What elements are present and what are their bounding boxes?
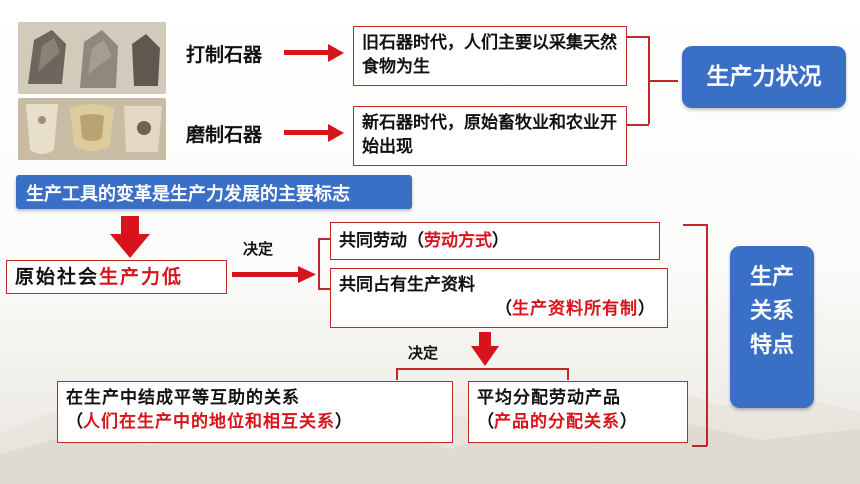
common-ownership-text: 共同占有生产资料 bbox=[339, 275, 475, 295]
polished-stone-tools-label: 磨制石器 bbox=[186, 124, 263, 146]
relations-features-pill: 生产关系特点 bbox=[730, 246, 814, 408]
labor-bracket-vertical bbox=[318, 238, 320, 288]
distribution-close-paren: ） bbox=[620, 412, 637, 432]
distribution-open-paren: （ bbox=[477, 412, 494, 432]
decide-label-2: 决定 bbox=[408, 344, 439, 362]
neolithic-era-text: 新石器时代，原始畜牧业和农业开始出现 bbox=[362, 113, 617, 157]
decide-label-1: 决定 bbox=[243, 240, 274, 258]
down-arrow-small-icon bbox=[471, 332, 499, 366]
paleolithic-era-box: 旧石器时代，人们主要以采集天然食物为生 bbox=[353, 26, 627, 86]
primitive-society-box: 原始社会生产力低 bbox=[6, 260, 227, 294]
common-labor-box: 共同劳动（劳动方式） bbox=[330, 222, 660, 260]
equal-open-paren: （ bbox=[66, 412, 83, 432]
neolithic-era-box: 新石器时代，原始畜牧业和农业开始出现 bbox=[353, 106, 627, 166]
equal-relations-line: 在生产中结成平等互助的关系 bbox=[66, 386, 444, 410]
labor-mode-text: 劳动方式 bbox=[424, 231, 492, 251]
ownership-open-paren: （ bbox=[495, 299, 512, 319]
distribution-line: 平均分配劳动产品 bbox=[477, 386, 679, 410]
era-bracket-stem bbox=[648, 80, 678, 82]
down-arrow-icon bbox=[110, 216, 150, 258]
status-relations-text: 人们在生产中的地位和相互关系 bbox=[83, 412, 335, 432]
polished-stone-tools-photo bbox=[18, 98, 166, 160]
bottom-bracket-horizontal bbox=[396, 368, 568, 370]
common-ownership-box: 共同占有生产资料 （生产资料所有制） bbox=[330, 268, 668, 328]
equal-relations-note: （人们在生产中的地位和相互关系） bbox=[66, 410, 444, 434]
paleolithic-era-text: 旧石器时代，人们主要以采集天然食物为生 bbox=[362, 33, 617, 77]
low-productivity-text: 生产力低 bbox=[99, 266, 184, 288]
era-bracket-bottom bbox=[627, 124, 649, 126]
relations-features-text: 生产关系特点 bbox=[749, 265, 794, 358]
arrow-decide-right bbox=[232, 266, 316, 283]
chipped-stone-tools-label: 打制石器 bbox=[186, 44, 263, 66]
chipped-stone-tools-photo bbox=[18, 22, 166, 94]
labor-close-paren: ） bbox=[492, 231, 509, 251]
distribution-text: 平均分配劳动产品 bbox=[477, 388, 621, 408]
arrow-polished-to-era bbox=[284, 124, 344, 142]
bottom-bracket-left bbox=[396, 368, 398, 380]
relations-bracket-bottom bbox=[692, 445, 707, 447]
relations-bracket-top bbox=[683, 224, 707, 226]
ownership-note: （生产资料所有制） bbox=[339, 297, 659, 321]
labor-bracket-top bbox=[318, 238, 330, 240]
equal-relations-box: 在生产中结成平等互助的关系 （人们在生产中的地位和相互关系） bbox=[57, 381, 453, 443]
bottom-bracket-right bbox=[567, 368, 569, 380]
ownership-system-text: 生产资料所有制 bbox=[512, 299, 638, 319]
relations-bracket-vertical bbox=[706, 224, 708, 446]
labor-bracket-bottom bbox=[318, 288, 330, 290]
tool-change-banner: 生产工具的变革是生产力发展的主要标志 bbox=[16, 175, 412, 209]
distribution-note: （产品的分配关系） bbox=[477, 410, 679, 434]
arrow-chipped-to-era bbox=[284, 44, 344, 62]
primitive-society-prefix: 原始社会 bbox=[15, 266, 100, 288]
distribution-box: 平均分配劳动产品 （产品的分配关系） bbox=[468, 381, 688, 443]
equal-relations-text: 在生产中结成平等互助的关系 bbox=[66, 388, 300, 408]
equal-close-paren: ） bbox=[335, 412, 352, 432]
common-labor-text: 共同劳动（ bbox=[339, 231, 424, 251]
ownership-close-paren: ） bbox=[638, 299, 655, 319]
productivity-status-pill: 生产力状况 bbox=[682, 46, 846, 108]
distribution-relations-text: 产品的分配关系 bbox=[494, 412, 620, 432]
era-bracket-top bbox=[627, 36, 649, 38]
